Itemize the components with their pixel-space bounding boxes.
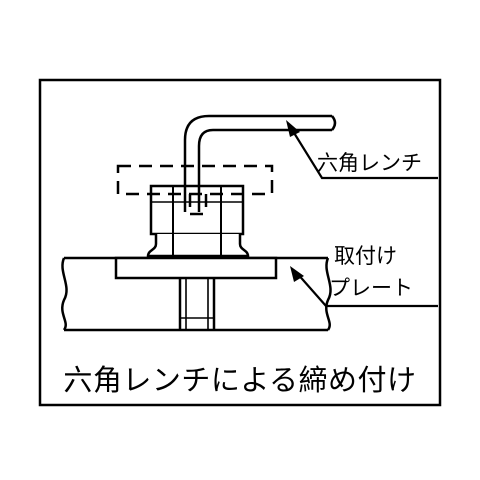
wrench-leader-arrow [286, 120, 438, 180]
plate-leader-arrow [290, 266, 438, 308]
nut-body [146, 184, 250, 258]
counterbore-recess [114, 256, 278, 280]
hex-wrench [183, 114, 337, 212]
diagram-caption: 六角レンチによる締め付け [63, 363, 417, 397]
nut-inner-lines [151, 186, 243, 256]
label-mounting-plate-line1: 取付け [334, 244, 397, 268]
outer-frame [38, 78, 442, 407]
dashed-socket-outline [116, 164, 274, 216]
label-mounting-plate-line2: プレート [329, 276, 413, 300]
label-hex-wrench: 六角レンチ [317, 151, 422, 175]
screw-thread [178, 278, 216, 330]
